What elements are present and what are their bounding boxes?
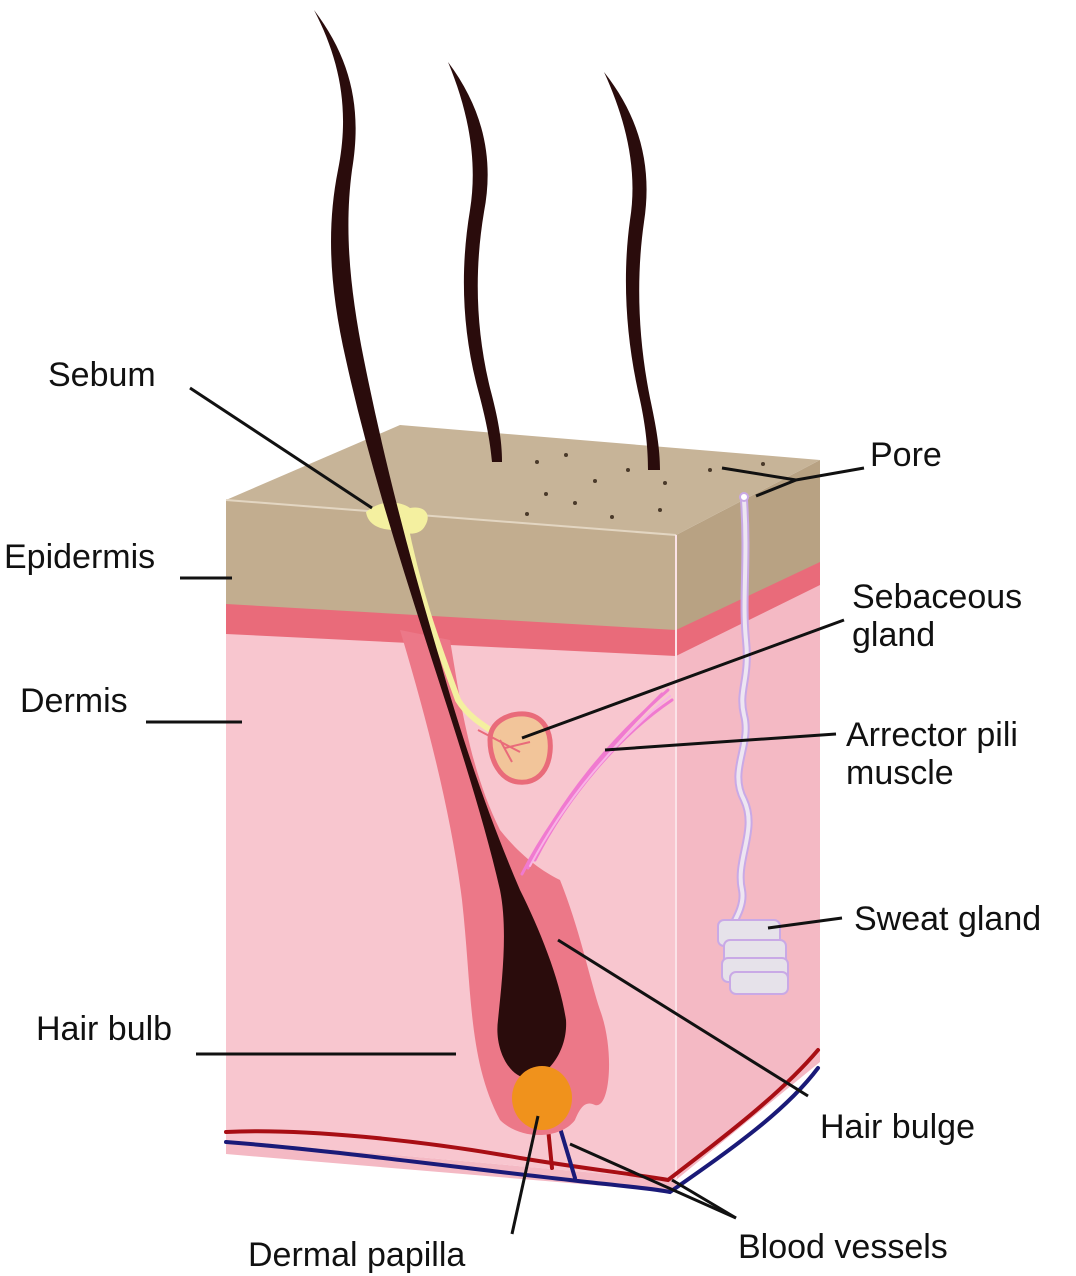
label-epidermis: Epidermis bbox=[4, 538, 155, 576]
label-arrector-pili-1: Arrector pili bbox=[846, 716, 1018, 754]
label-hair-bulb: Hair bulb bbox=[36, 1010, 172, 1048]
label-pore: Pore bbox=[870, 436, 942, 474]
label-sebum: Sebum bbox=[48, 356, 156, 394]
hair-middle bbox=[448, 62, 502, 462]
hair-right bbox=[604, 72, 660, 470]
label-sebaceous-gland-1: Sebaceous bbox=[852, 578, 1022, 616]
dermal-papilla bbox=[512, 1066, 572, 1130]
label-arrector-pili-2: muscle bbox=[846, 754, 954, 792]
pore-opening bbox=[740, 493, 748, 501]
sweat-gland-coil bbox=[718, 920, 788, 994]
label-sebaceous-gland-2: gland bbox=[852, 616, 935, 654]
label-sweat-gland: Sweat gland bbox=[854, 900, 1041, 938]
label-blood-vessels: Blood vessels bbox=[738, 1228, 948, 1266]
label-hair-bulge: Hair bulge bbox=[820, 1108, 975, 1146]
blood-vessels-leader-2 bbox=[672, 1180, 736, 1218]
sebaceous-gland bbox=[490, 714, 550, 782]
label-dermal-papilla: Dermal papilla bbox=[248, 1236, 465, 1274]
label-dermis: Dermis bbox=[20, 682, 128, 720]
